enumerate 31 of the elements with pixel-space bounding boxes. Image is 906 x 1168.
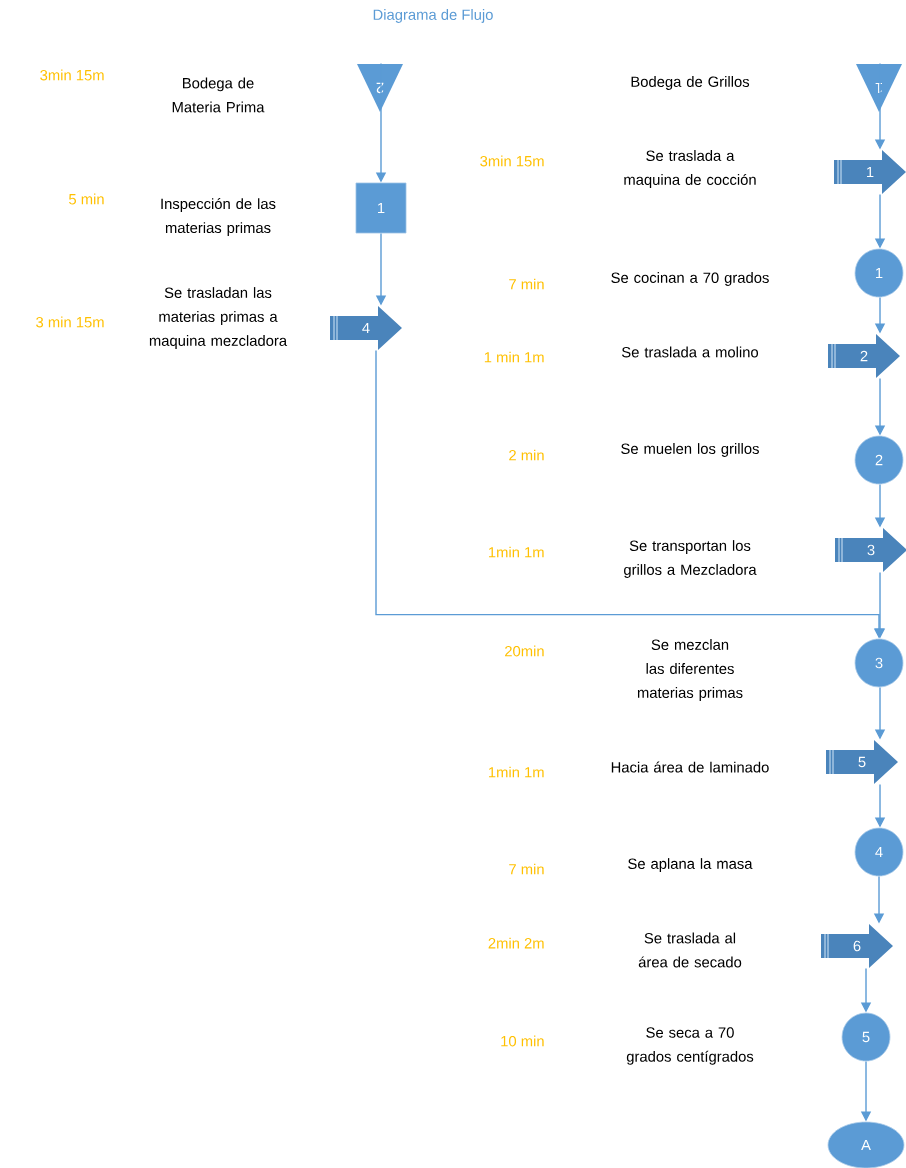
step-description: Se seca a 70 grados centígrados — [626, 1027, 754, 1065]
storage-triangle: 1 — [856, 64, 902, 112]
inspection-square: 1 — [355, 182, 407, 234]
time-label: 3min 15m — [480, 155, 544, 167]
time-label: 3min 15m — [40, 69, 104, 81]
step-description: Se traslada a maquina de cocción — [624, 150, 756, 188]
step-description: Se traslada al área de secado — [638, 932, 742, 968]
step-description: Se mezclan las diferentes materias primas — [637, 639, 743, 701]
step-description: Hacia área de laminado — [611, 761, 769, 773]
step-description: Inspección de las materias primas — [161, 198, 276, 236]
time-label: 2 min — [509, 449, 544, 461]
time-label: 1min 1m — [489, 766, 544, 778]
step-description: Bodega de Materia Prima — [172, 77, 265, 113]
step-description: Se aplana la masa — [628, 858, 753, 872]
title: Diagrama de Flujo — [373, 9, 493, 23]
time-label: 1 min 1m — [484, 351, 544, 363]
step-description: Se cocinan a 70 grados — [611, 272, 769, 286]
time-label: 5 min — [69, 193, 104, 205]
step-description: Se trasladan las materias primas a maquina mezcladora — [149, 287, 288, 349]
time-label: 1min 1m — [489, 546, 544, 558]
time-label: 7 min — [509, 278, 544, 290]
time-label: 3 min 15m — [36, 316, 104, 328]
step-description: Se traslada a molino — [621, 346, 759, 358]
time-label: 10 min — [501, 1035, 544, 1047]
storage-triangle: 2 — [357, 64, 403, 112]
time-label: 2min 2m — [488, 937, 544, 949]
time-label: 7 min — [509, 863, 544, 875]
time-label: 20min — [505, 645, 544, 657]
step-description: Se muelen los grillos — [621, 443, 759, 457]
step-description: Se transportan los grillos a Mezcladora — [624, 540, 757, 578]
step-description: Bodega de Grillos — [631, 76, 750, 90]
